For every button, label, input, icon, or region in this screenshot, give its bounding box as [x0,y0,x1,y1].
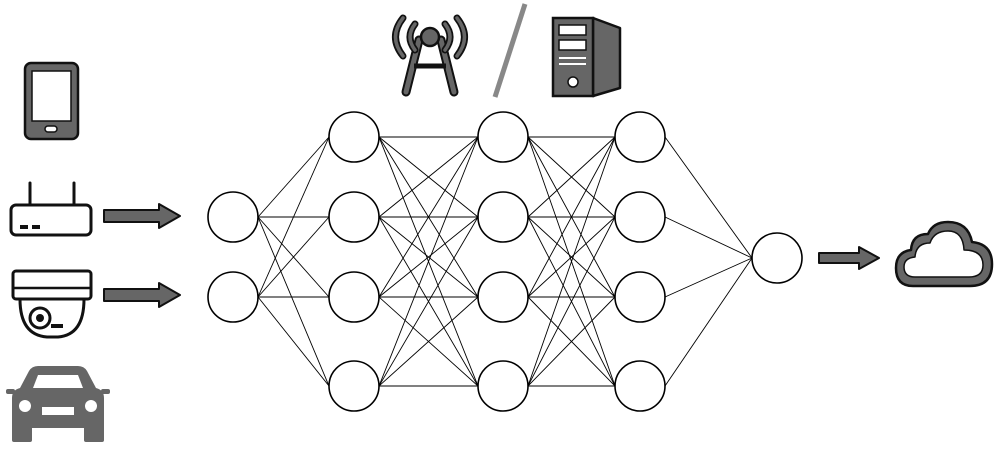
edge-hidden-1-1-to-hidden-2-0 [378,136,479,218]
network-edges [257,136,753,387]
neuron-input-0 [207,191,259,243]
edge-hidden-1-2-to-hidden-2-0 [378,136,479,298]
neuron-hidden-1-2 [328,271,380,323]
neuron-hidden-2-3 [477,360,529,412]
neuron-hidden-1-0 [328,111,380,163]
server-tower-icon [551,16,622,98]
arrow-right-icon [818,246,880,270]
arrow-right-icon [103,282,181,308]
edge-input-0-to-hidden-1-3 [257,216,330,387]
cloud-icon [894,220,994,288]
car-icon [6,366,110,442]
network-nodes [207,111,803,412]
edge-hidden-2-1-to-hidden-3-0 [527,136,616,218]
edge-hidden-3-3-to-output-0 [664,257,753,387]
edge-hidden-2-3-to-hidden-3-0 [527,136,616,387]
edge-hidden-1-3-to-hidden-2-2 [378,296,479,387]
neuron-hidden-3-2 [614,271,666,323]
edge-hidden-3-2-to-output-0 [664,257,753,298]
neuron-hidden-2-0 [477,111,529,163]
edge-input-0-to-hidden-1-0 [257,136,330,218]
edge-hidden-2-2-to-hidden-3-1 [527,216,616,298]
divider-slash [492,3,528,98]
neuron-hidden-1-1 [328,191,380,243]
neuron-hidden-2-2 [477,271,529,323]
edge-hidden-2-2-to-hidden-3-0 [527,136,616,298]
neuron-hidden-3-1 [614,191,666,243]
security-camera-icon [11,269,93,339]
edge-hidden-1-3-to-hidden-2-1 [378,216,479,387]
tablet-icon [23,61,80,141]
neuron-hidden-3-0 [614,111,666,163]
neuron-hidden-3-3 [614,360,666,412]
edge-hidden-2-3-to-hidden-3-2 [527,296,616,387]
edge-hidden-1-3-to-hidden-2-0 [378,136,479,387]
edge-input-1-to-hidden-1-3 [257,296,330,387]
arrow-right-icon [103,203,181,229]
edge-hidden-1-2-to-hidden-2-1 [378,216,479,298]
edge-input-1-to-hidden-1-0 [257,136,330,298]
edge-input-1-to-hidden-1-1 [257,216,330,298]
edge-hidden-2-3-to-hidden-3-1 [527,216,616,387]
edge-hidden-3-1-to-output-0 [664,216,753,259]
neuron-hidden-2-1 [477,191,529,243]
router-icon [9,181,93,237]
neuron-output-0 [751,232,803,284]
edge-hidden-3-0-to-output-0 [664,136,753,259]
neuron-input-1 [207,271,259,323]
neuron-hidden-1-3 [328,360,380,412]
radio-tower-icon [392,14,468,97]
